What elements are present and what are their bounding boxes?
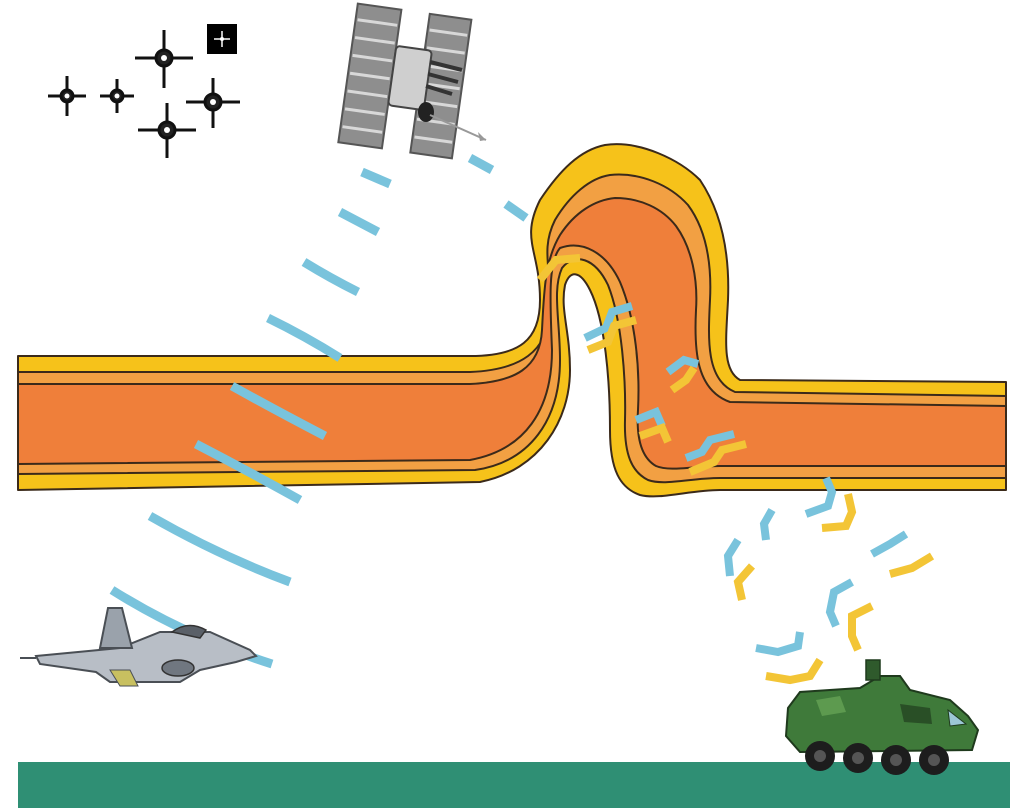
star-icon bbox=[135, 30, 193, 88]
scattered-signals bbox=[728, 478, 932, 680]
satellite-icon bbox=[338, 4, 486, 159]
star-icon bbox=[48, 76, 86, 116]
star-icon bbox=[138, 103, 196, 158]
fighter-jet-icon bbox=[20, 608, 256, 686]
star-icon bbox=[186, 78, 240, 128]
armored-vehicle-icon bbox=[786, 660, 978, 775]
star-field bbox=[48, 24, 240, 158]
star-icon bbox=[207, 24, 237, 54]
plasma-bubble-icon bbox=[18, 144, 1006, 496]
ionosphere-core-layer bbox=[18, 198, 1006, 469]
star-icon bbox=[100, 79, 134, 113]
